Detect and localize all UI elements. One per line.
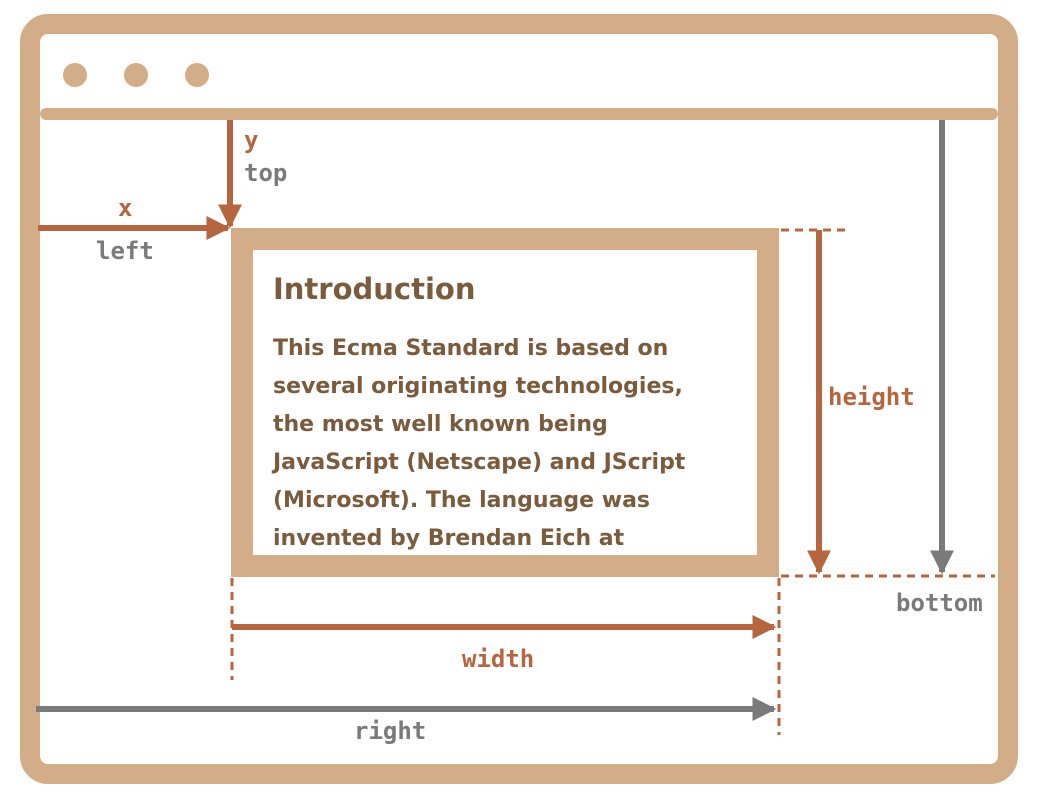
element-title: Introduction [273, 272, 476, 306]
text-line: (Microsoft). The language was [273, 488, 651, 513]
right-label: right [354, 717, 426, 745]
text-line: JavaScript (Netscape) and JScript [273, 450, 686, 475]
left-label: left [96, 237, 154, 265]
text-line: the most well known being [273, 412, 608, 437]
window-dot-icon [63, 63, 87, 87]
bottom-label: bottom [896, 589, 983, 617]
element-box: Introduction This Ecma Standard is based… [231, 228, 779, 577]
text-line: invented by Brendan Eich at [273, 526, 625, 551]
browser-window-frame [20, 14, 1018, 784]
width-label: width [462, 645, 534, 673]
x-label: x [118, 194, 132, 222]
text-line: several originating technologies, [273, 374, 683, 399]
top-label: top [244, 159, 287, 187]
toolbar-divider [40, 108, 998, 120]
window-dot-icon [124, 63, 148, 87]
window-dot-icon [185, 63, 209, 87]
element-text: This Ecma Standard is based on several o… [273, 330, 773, 558]
height-label: height [828, 383, 915, 411]
text-line: This Ecma Standard is based on [273, 336, 669, 361]
y-label: y [244, 126, 258, 154]
